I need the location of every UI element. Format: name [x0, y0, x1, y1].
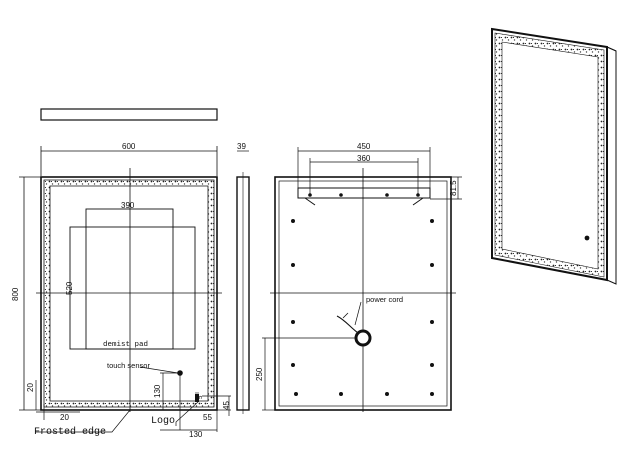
- dim-logo-height: 5: [198, 395, 204, 399]
- top-view-bar: [40, 108, 218, 121]
- dim-bottom-20-horizontal: 20: [60, 413, 69, 422]
- label-touch-sensor: touch sensor: [107, 361, 150, 370]
- side-view: 39: [236, 142, 250, 414]
- perspective-sensor-dot: [584, 235, 590, 241]
- label-demist-pad: demist pad: [103, 341, 148, 349]
- rear-led-dots: [291, 219, 434, 396]
- dim-logo-right: 45: [222, 401, 231, 410]
- label-logo: Logo: [151, 416, 175, 427]
- dim-front-width: 600: [122, 142, 136, 151]
- demist-pad-outline: [69, 226, 196, 350]
- logo-mark: [195, 394, 199, 402]
- dim-bottom-20-vertical: 20: [26, 383, 35, 392]
- dim-bracket-inner: 360: [357, 154, 371, 163]
- label-power-cord: power cord: [366, 295, 403, 304]
- perspective-frosted-band: [494, 32, 605, 278]
- dim-demist-height: 520: [65, 281, 74, 295]
- power-cord-outlet: [354, 329, 372, 347]
- perspective-view: [491, 27, 617, 285]
- dim-demist-width: 390: [121, 201, 135, 210]
- dim-bracket-outer: 450: [357, 142, 371, 151]
- dim-logo-margin: 55: [203, 413, 212, 422]
- dim-sensor-height: 130: [153, 384, 162, 398]
- dim-bracket-height: 81.5: [449, 180, 458, 196]
- label-frosted-edge: Frosted edge: [34, 426, 106, 438]
- dim-cord-height: 250: [255, 367, 264, 381]
- dim-sensor-offset: 130: [189, 430, 203, 439]
- hanging-bracket: [297, 187, 431, 199]
- frosted-edge-band: [43, 179, 215, 408]
- demist-pad-frame: [85, 208, 174, 350]
- dim-side-depth: 39: [237, 142, 246, 151]
- front-view: 600 390 520 demist pad 800 20 20 touch s…: [11, 142, 231, 439]
- rear-view: 450 360 81.5 power co: [255, 142, 462, 412]
- dim-height: 800: [11, 287, 20, 301]
